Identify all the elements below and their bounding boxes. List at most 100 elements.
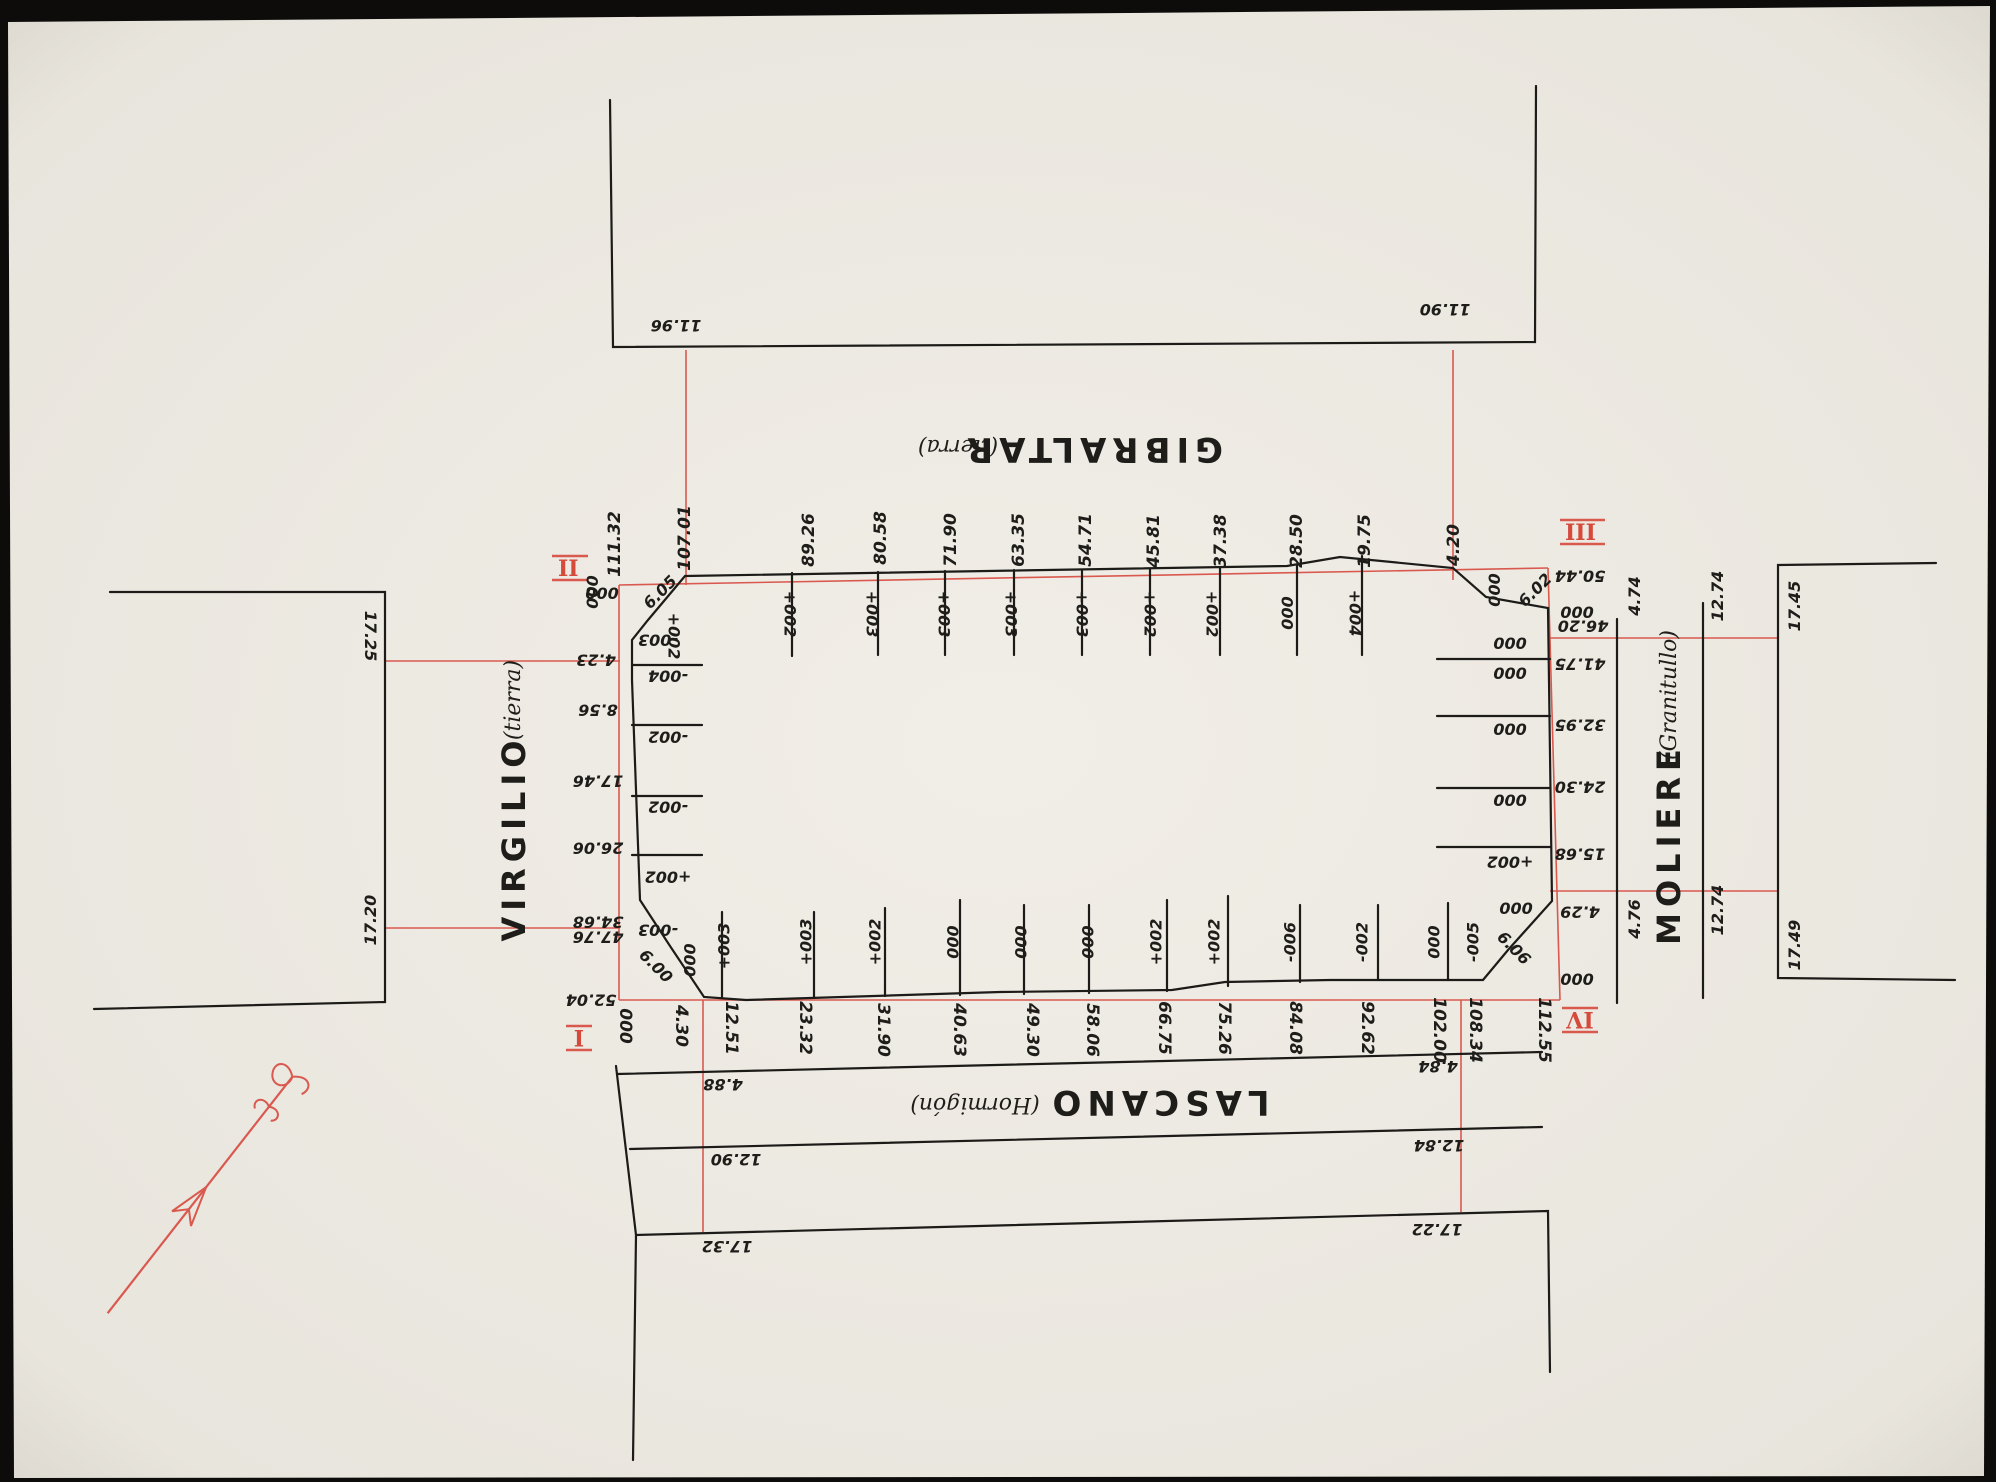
virgilio-offset-4: +002 bbox=[645, 867, 692, 886]
moliere-chainage-0: 000 bbox=[1560, 602, 1593, 621]
gibraltar-chainage-11: 4.20 bbox=[1444, 524, 1464, 567]
lascano-chainage-14: 112.55 bbox=[1534, 997, 1554, 1063]
street-labels: GIBRALTAR (tierra) LASCANO (Hormigón) VI… bbox=[495, 429, 1688, 1122]
virgilio-chainage-1: 4.23 bbox=[576, 650, 616, 669]
level-gibraltar-right: 11.90 bbox=[1420, 300, 1471, 319]
gibraltar-offset-10: 000 bbox=[1277, 596, 1296, 629]
level-moliere-bottom-block: 17.49 bbox=[1785, 920, 1804, 971]
lascano-chainage-11: 92.62 bbox=[1357, 1001, 1377, 1055]
level-moliere-bottom-far: 12.74 bbox=[1708, 885, 1727, 936]
corner-III: III bbox=[1560, 518, 1605, 546]
moliere-chainage-6: 15.68 bbox=[1555, 844, 1606, 863]
gibraltar-chainage-5: 63.35 bbox=[1009, 513, 1029, 567]
lascano-offset-4: +002 bbox=[866, 919, 885, 966]
gibraltar-chainage-0: 111.32 bbox=[605, 511, 625, 577]
gibraltar-offset-4: +003 bbox=[862, 591, 881, 638]
street-gibraltar-name: GIBRALTAR bbox=[961, 429, 1223, 469]
virgilio-offset-5: -003 bbox=[638, 920, 678, 939]
virgilio-chainage-2: 8.56 bbox=[578, 700, 617, 719]
gibraltar-chainage-1: 107.01 bbox=[675, 505, 695, 571]
gibraltar-offset-7: +003 bbox=[1072, 591, 1091, 638]
lascano-chainage-2: 12.51 bbox=[721, 1001, 741, 1055]
lascano-offset-6: 000 bbox=[1012, 925, 1031, 958]
moliere-offset-5: 000 bbox=[1499, 898, 1532, 917]
moliere-chainage-4: 32.95 bbox=[1555, 715, 1606, 734]
gibraltar-chainage-4: 71.90 bbox=[941, 513, 961, 567]
block-outlines bbox=[92, 84, 1957, 1462]
level-lascano-right-far: 12.84 bbox=[1414, 1136, 1465, 1155]
gibraltar-chainage-3: 80.58 bbox=[871, 511, 891, 565]
lascano-chainage-4: 31.90 bbox=[873, 1003, 893, 1057]
corner-II: II bbox=[552, 554, 588, 582]
gibraltar-offset-8: +002 bbox=[1140, 591, 1159, 638]
virgilio-offset-0: -003 bbox=[638, 630, 678, 649]
moliere-offset-4: +002 bbox=[1487, 852, 1534, 871]
virgilio-offset-labels: -003-004-002-002+002-003 bbox=[638, 630, 691, 939]
street-gibraltar-surface: (tierra) bbox=[918, 434, 998, 459]
lascano-offset-7: 000 bbox=[1079, 925, 1098, 958]
corner-I-label: I bbox=[574, 1024, 584, 1050]
virgilio-chainage-6: 47.76 bbox=[573, 927, 625, 946]
gibraltar-chainage-10: 19.75 bbox=[1355, 514, 1375, 568]
lascano-offset-1: 000 bbox=[681, 943, 700, 976]
lascano-chainage-13: 108.34 bbox=[1465, 997, 1485, 1063]
level-lascano-right-near: 4.84 bbox=[1418, 1057, 1458, 1076]
lascano-offset-8: +002 bbox=[1147, 919, 1166, 966]
corner-III-label: III bbox=[1565, 520, 1596, 546]
gibraltar-chainage-7: 45.81 bbox=[1144, 514, 1164, 569]
lascano-chainage-6: 49.30 bbox=[1022, 1002, 1042, 1057]
level-lascano-left-block: 17.32 bbox=[702, 1237, 753, 1256]
lascano-chainage-9: 75.26 bbox=[1214, 1001, 1234, 1055]
gibraltar-offset-5: +003 bbox=[934, 591, 953, 638]
gibraltar-chainage-8: 37.38 bbox=[1211, 514, 1231, 568]
moliere-chainage-2: 46.20 bbox=[1558, 616, 1610, 635]
moliere-chainage-5: 24.30 bbox=[1555, 777, 1606, 796]
corner-IV: IV bbox=[1562, 1006, 1598, 1034]
lascano-offset-10: -006 bbox=[1281, 922, 1300, 962]
lascano-offset-5: 000 bbox=[944, 925, 963, 958]
moliere-chainage-1: 50.44 bbox=[1555, 566, 1606, 585]
street-virgilio-surface: (tierra) bbox=[501, 660, 526, 740]
block-perimeter bbox=[630, 555, 1554, 1002]
moliere-chainage-8: 000 bbox=[1560, 969, 1593, 988]
gibraltar-offset-3: +002 bbox=[780, 591, 799, 638]
lascano-chainage-10: 84.08 bbox=[1285, 1001, 1305, 1055]
gibraltar-offset-0: 000 bbox=[582, 575, 601, 608]
virgilio-chainage-7: 52.04 bbox=[566, 990, 617, 1009]
lascano-offset-13: -005 bbox=[1464, 922, 1483, 962]
paper-sheet bbox=[8, 6, 1990, 1478]
lascano-offset-9: +002 bbox=[1205, 919, 1224, 966]
street-level-values: 11.96 11.90 4.88 12.90 17.32 4.84 12.84 … bbox=[361, 300, 1804, 1256]
moliere-chainage-3: 41.75 bbox=[1555, 654, 1607, 673]
lascano-offset-12: 000 bbox=[1425, 925, 1444, 958]
gibraltar-offset-11: +004 bbox=[1345, 590, 1364, 637]
moliere-offset-0: 000 bbox=[1493, 633, 1526, 652]
lascano-chainage-3: 23.32 bbox=[795, 1001, 815, 1055]
level-moliere-bottom-near: 4.76 bbox=[1625, 899, 1644, 939]
lascano-chainage-5: 40.63 bbox=[949, 1002, 969, 1057]
lascano-chainage-0: 000 bbox=[615, 1008, 635, 1044]
lascano-chainage-1: 4.30 bbox=[671, 1004, 691, 1047]
level-moliere-top-far: 12.74 bbox=[1708, 571, 1727, 622]
level-lascano-left-near: 4.88 bbox=[703, 1075, 743, 1094]
corner-I: I bbox=[566, 1024, 592, 1052]
lascano-offset-11: -002 bbox=[1353, 922, 1372, 962]
level-lascano-right-block: 17.22 bbox=[1412, 1220, 1463, 1239]
corner-markers: II III I IV bbox=[552, 518, 1605, 1052]
lascano-offset-2: +003 bbox=[715, 923, 734, 970]
street-moliere-name: MOLIERE bbox=[1650, 743, 1688, 945]
moliere-offset-3: 000 bbox=[1493, 790, 1526, 809]
level-lascano-left-far: 12.90 bbox=[711, 1150, 762, 1169]
lascano-offset-3: +003 bbox=[797, 919, 816, 966]
street-virgilio-name: VIRGILIO bbox=[495, 735, 533, 942]
virgilio-chainage-4: 26.06 bbox=[573, 838, 624, 857]
street-lascano-name: LASCANO bbox=[1046, 1082, 1269, 1122]
level-moliere-top-near: 4.74 bbox=[1625, 576, 1644, 616]
street-lascano-surface: (Hormigón) bbox=[910, 1092, 1040, 1117]
moliere-offset-2: 000 bbox=[1493, 719, 1526, 738]
level-gibraltar-left: 11.96 bbox=[651, 316, 702, 335]
